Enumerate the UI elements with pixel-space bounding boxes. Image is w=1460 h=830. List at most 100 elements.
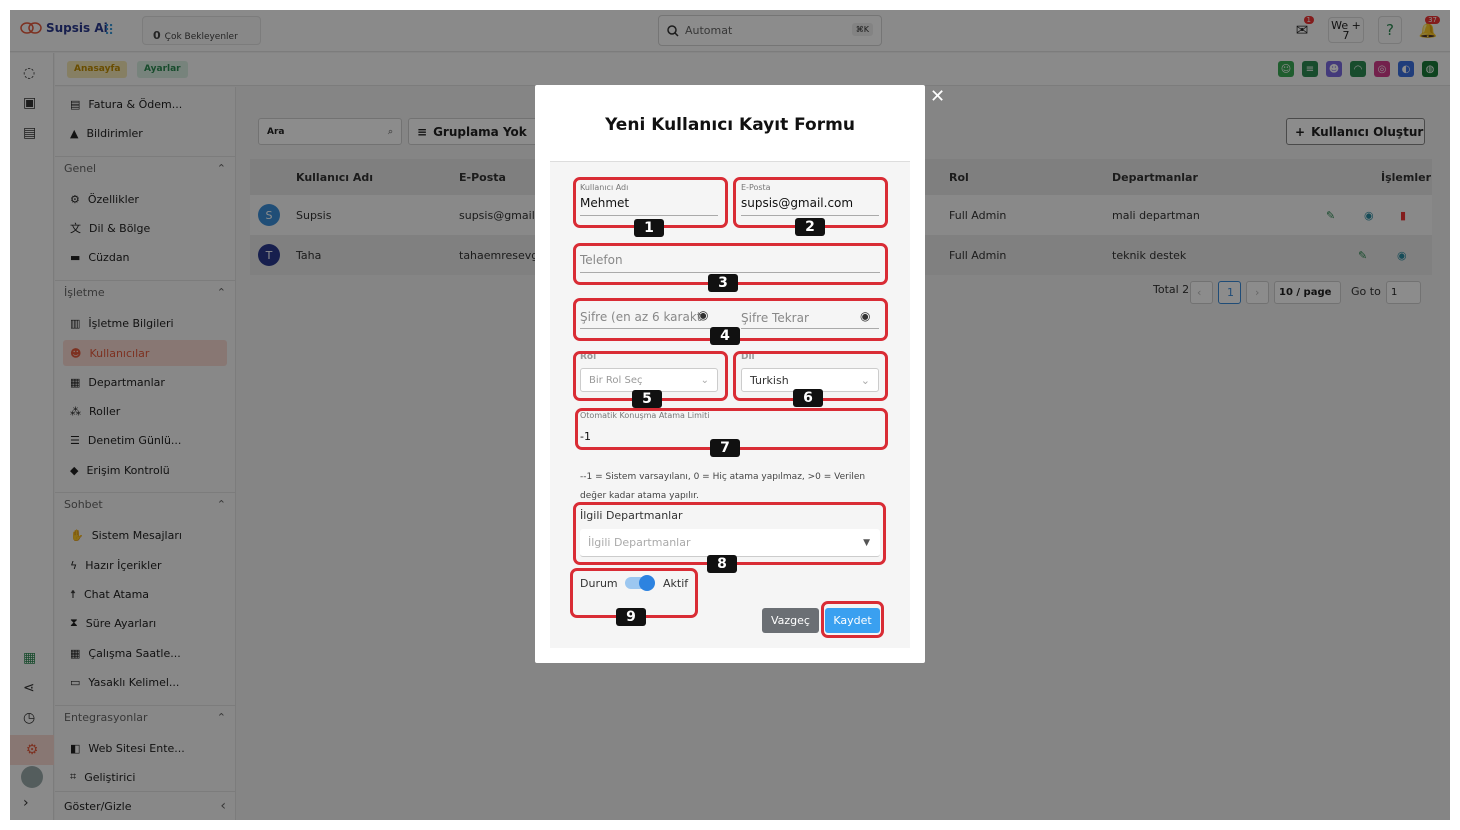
phone-input[interactable]: Telefon	[580, 253, 623, 267]
cancel-button[interactable]: Vazgeç	[762, 608, 819, 633]
marker-9: 9	[616, 608, 646, 626]
sidebar-item-business-info[interactable]: ▥İşletme Bilgileri	[63, 310, 227, 336]
sidebar-group-integrations[interactable]: Entegrasyonlar⌃	[55, 705, 236, 729]
list-icon[interactable]: ≡	[1302, 61, 1318, 77]
sidebar-item-access-control[interactable]: ◆Erişim Kontrolü	[63, 457, 227, 483]
clock-icon[interactable]: ◷	[23, 710, 36, 726]
sidebar-item-banned-words[interactable]: ▭Yasaklı Kelimel...	[63, 669, 227, 695]
app-logo[interactable]: Supsis Ai	[20, 21, 108, 35]
goto-input[interactable]: 1	[1386, 281, 1421, 304]
column-header[interactable]: Kullanıcı Adı	[296, 170, 374, 184]
status-label: Durum	[580, 577, 618, 590]
sidebar-item-departments[interactable]: ▦Departmanlar	[63, 369, 227, 395]
page-size-label: 10 / page	[1279, 287, 1332, 298]
breadcrumb-home[interactable]: Anasayfa	[67, 61, 128, 78]
apps-grid-icon[interactable]: ⠿	[104, 23, 115, 39]
search-icon: ⌕	[387, 126, 393, 137]
eye-off-icon[interactable]: ◉	[698, 308, 709, 322]
messenger-icon[interactable]: ◐	[1398, 61, 1414, 77]
column-header[interactable]: E-Posta	[459, 170, 506, 184]
message-icon[interactable]: ◉	[1364, 208, 1374, 222]
mail-icon[interactable]: ✉1	[1290, 16, 1314, 44]
edit-icon[interactable]: ✎	[1326, 208, 1336, 222]
inbox-icon[interactable]: ▤	[23, 125, 37, 141]
column-header[interactable]: Rol	[949, 170, 969, 184]
column-header: İşlemler	[1381, 170, 1431, 184]
status-toggle[interactable]	[625, 575, 655, 591]
chevron-down-icon: ⌄	[860, 373, 870, 387]
dashboard-icon[interactable]: ▦	[23, 650, 37, 666]
sidebar-item-notifications[interactable]: ▲Bildirimler	[63, 120, 227, 146]
page-button[interactable]: 1	[1218, 281, 1241, 304]
password-repeat-input[interactable]: Şifre Tekrar	[741, 311, 809, 325]
sidebar-item-features[interactable]: ⚙Özellikler	[63, 186, 227, 212]
sidebar-item-working-hours[interactable]: ▦Çalışma Saatle...	[63, 640, 227, 666]
bell-icon[interactable]: 🔔37	[1416, 16, 1440, 44]
save-button[interactable]: Kaydet	[825, 608, 880, 633]
column-header[interactable]: Departmanlar	[1112, 170, 1198, 184]
username-input[interactable]: Mehmet	[580, 196, 630, 210]
create-user-button[interactable]: +Kullanıcı Oluştur	[1286, 118, 1425, 145]
contacts-icon[interactable]: ▣	[23, 95, 37, 111]
sidebar-item-developer[interactable]: ⌗Geliştirici	[63, 764, 227, 790]
delete-icon[interactable]: ▮	[1400, 208, 1407, 222]
message-icon[interactable]: ◉	[1397, 248, 1407, 262]
sidebar-item-wallet[interactable]: ▬Cüzdan	[63, 244, 227, 270]
expand-icon[interactable]: ›	[23, 795, 29, 811]
avatar[interactable]	[21, 766, 43, 788]
we-button[interactable]: We +7	[1328, 17, 1364, 43]
sidebar-item-system-messages[interactable]: ✋Sistem Mesajları	[63, 522, 227, 548]
sidebar-item-roles[interactable]: ⁂Roller	[63, 398, 227, 424]
goto-label: Go to	[1351, 285, 1381, 298]
global-search[interactable]: Automat ⌘K	[658, 15, 882, 46]
whatsapp-icon[interactable]: ◍	[1422, 61, 1438, 77]
search-input[interactable]: Automat	[685, 24, 733, 37]
table-search-input[interactable]: Ara⌕	[258, 118, 402, 145]
sidebar-item-website[interactable]: ◧Web Sitesi Ente...	[63, 735, 227, 761]
chevron-up-icon: ⌃	[216, 286, 226, 299]
limit-input[interactable]: -1	[580, 430, 591, 443]
group-icon[interactable]: ☻	[1326, 61, 1342, 77]
sidebar-item-chat-assign[interactable]: ☨Chat Atama	[63, 581, 227, 607]
wifi-icon[interactable]: ◠	[1350, 61, 1366, 77]
username-label: Kullanıcı Adı	[580, 183, 629, 192]
sidebar-item-audit-log[interactable]: ☰Denetim Günlü...	[63, 427, 227, 453]
sidebar-item-timers[interactable]: ⧗Süre Ayarları	[63, 610, 227, 636]
language-select[interactable]: Turkish⌄	[741, 368, 879, 392]
role-placeholder: Bir Rol Seç	[589, 374, 643, 386]
next-page-button[interactable]: ›	[1246, 281, 1269, 304]
role-select[interactable]: Bir Rol Seç⌄	[580, 368, 718, 392]
breadcrumb-settings[interactable]: Ayarlar	[137, 61, 188, 78]
settings-icon[interactable]: ⚙	[10, 735, 54, 765]
sidebar-group-isletme[interactable]: İşletme⌃	[55, 280, 236, 304]
calendar-icon: ▦	[70, 646, 81, 660]
share-icon[interactable]: ⋖	[23, 680, 35, 696]
password-input[interactable]: Şifre (en az 6 karakt	[580, 310, 702, 324]
notif-badge: 37	[1425, 16, 1440, 24]
sidebar-group-genel[interactable]: Genel⌃	[55, 156, 236, 180]
sidebar-item-billing[interactable]: ▤Fatura & Ödem...	[63, 91, 227, 117]
email-input[interactable]: supsis@gmail.com	[741, 196, 854, 210]
prev-page-button[interactable]: ‹	[1190, 281, 1213, 304]
edit-icon[interactable]: ✎	[1358, 248, 1368, 262]
sidebar-toggle[interactable]: Göster/Gizle‹	[55, 791, 236, 820]
hourglass-icon: ⧗	[70, 616, 78, 629]
caret-down-icon: ▼	[863, 537, 870, 548]
sidebar-item-label: Kullanıcılar	[89, 346, 150, 360]
bot-icon[interactable]: ☺	[1278, 61, 1294, 77]
sidebar-group-sohbet[interactable]: Sohbet⌃	[55, 492, 236, 516]
eye-off-icon[interactable]: ◉	[860, 309, 871, 323]
person-icon: ☨	[70, 587, 76, 601]
close-icon[interactable]: ✕	[930, 86, 946, 107]
sidebar-item-label: Dil & Bölge	[89, 221, 151, 235]
marker-3: 3	[708, 274, 738, 292]
instagram-icon[interactable]: ◎	[1374, 61, 1390, 77]
chat-icon[interactable]: ◌	[23, 65, 36, 81]
help-icon[interactable]: ?	[1378, 16, 1402, 44]
sidebar-item-users[interactable]: ☻Kullanıcılar	[63, 340, 227, 366]
page-size-select[interactable]: 10 / page	[1274, 281, 1341, 304]
